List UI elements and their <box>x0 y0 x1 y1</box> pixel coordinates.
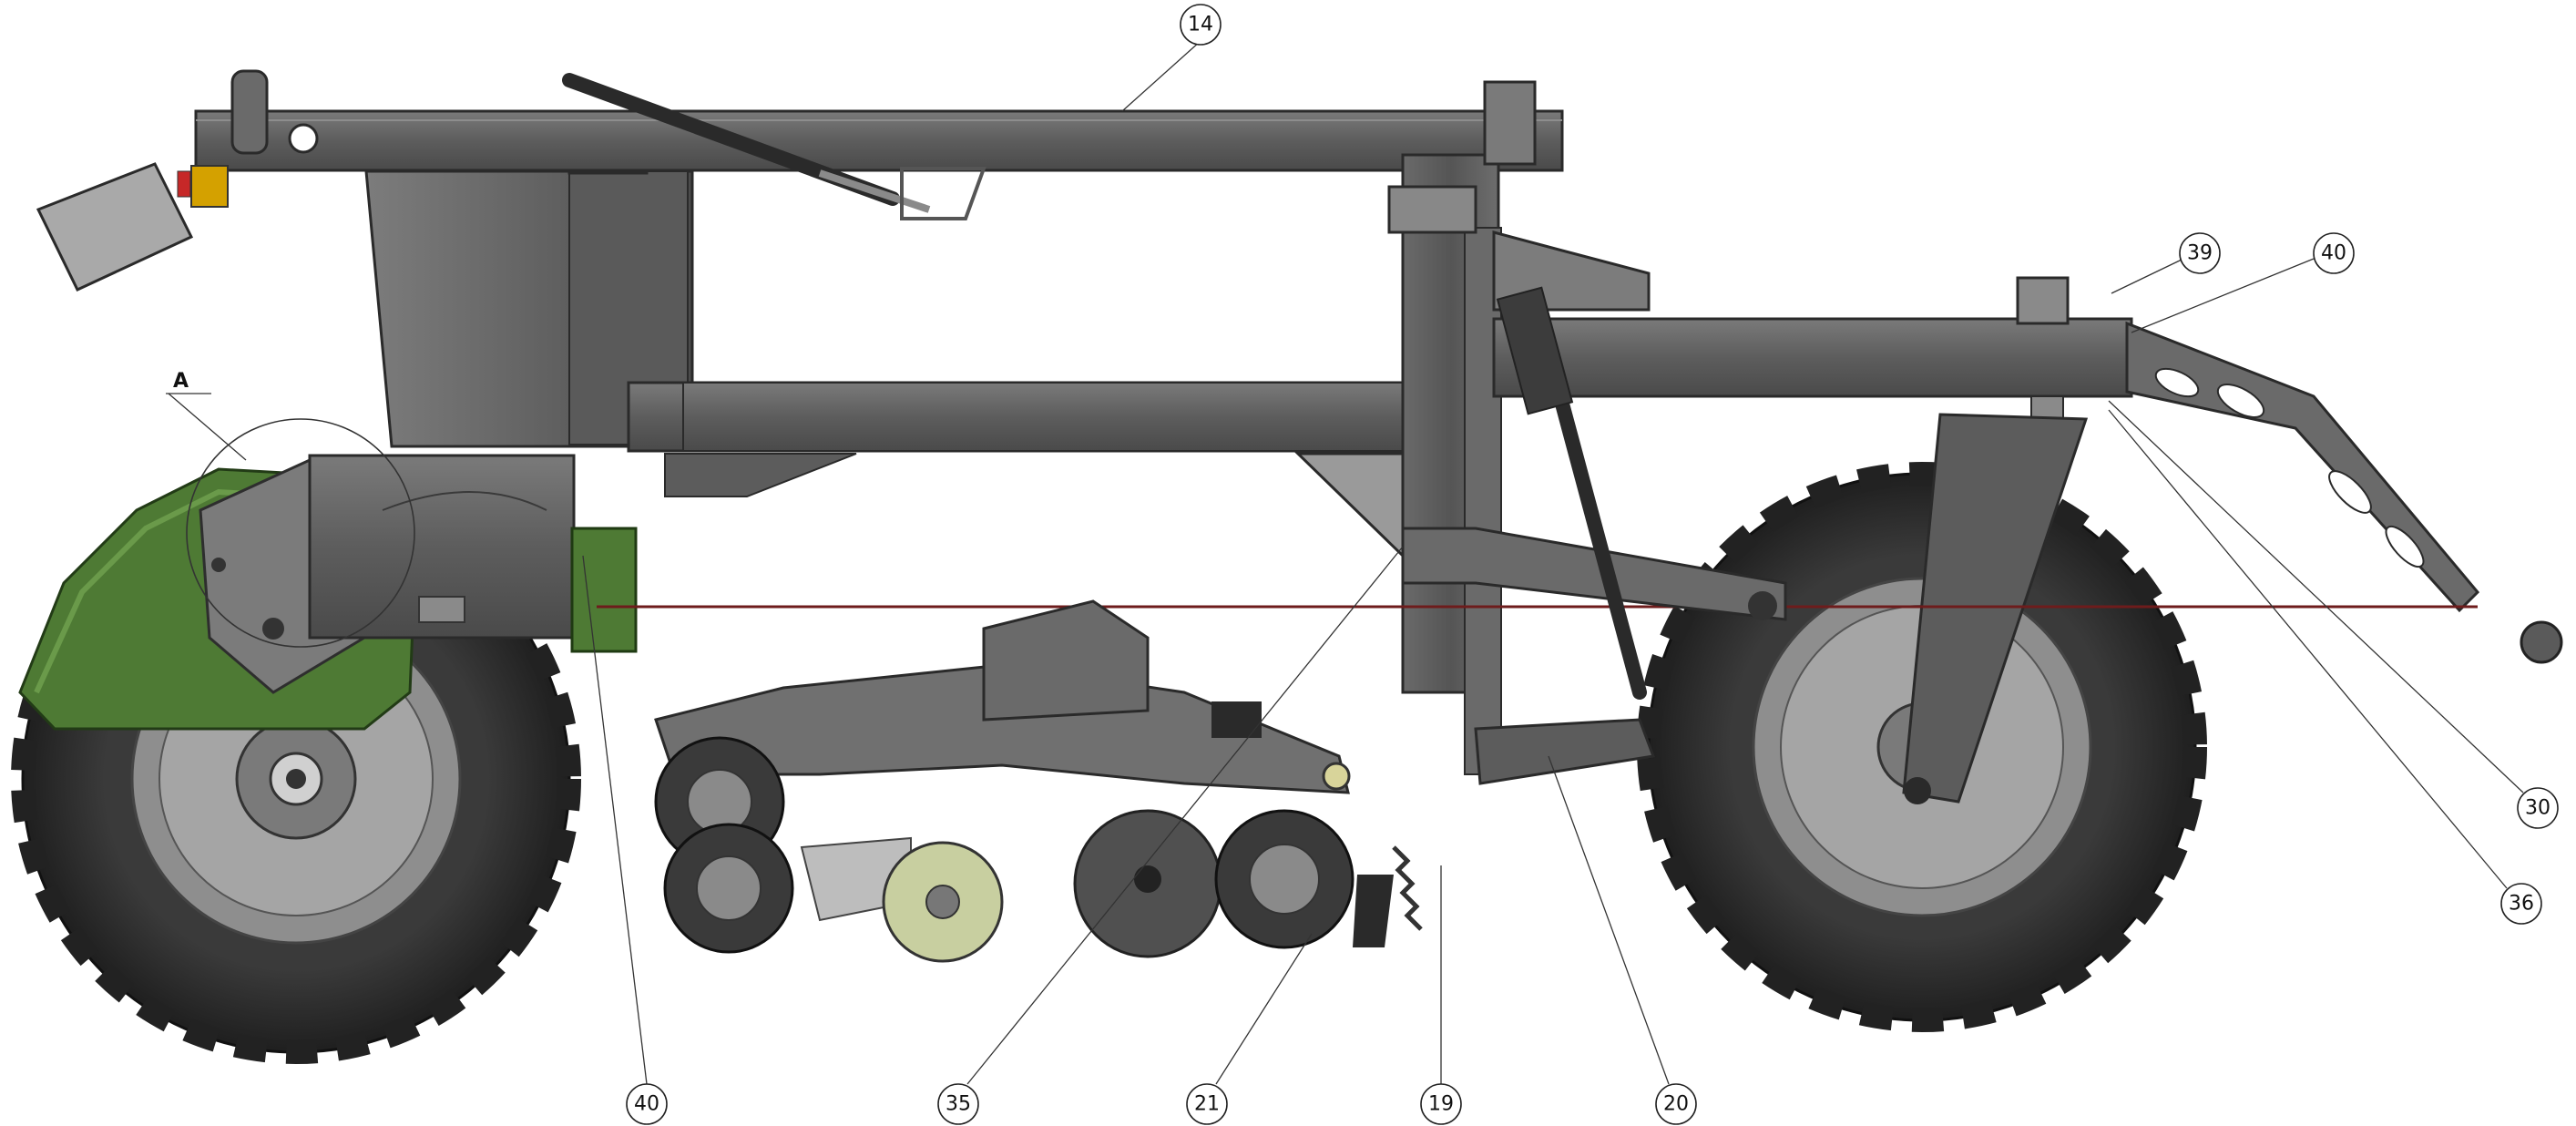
svg-text:35: 35 <box>946 1093 971 1116</box>
callout-20: 20 <box>1655 1083 1697 1125</box>
detail-a-circle <box>186 418 415 648</box>
callout-21: 21 <box>1186 1083 1228 1125</box>
front-frame-beam <box>1492 317 2133 398</box>
svg-text:19: 19 <box>1428 1093 1454 1116</box>
row-unit-spring <box>1392 845 1423 931</box>
callout-19: 19 <box>1420 1083 1462 1125</box>
callout-35: 35 <box>937 1083 979 1125</box>
svg-text:20: 20 <box>1663 1093 1689 1116</box>
svg-text:36: 36 <box>2509 893 2534 916</box>
callout-30: 30 <box>2517 787 2559 829</box>
green-drive-housing <box>570 527 638 653</box>
svg-text:40: 40 <box>634 1093 659 1116</box>
row-unit <box>654 599 1423 963</box>
callout-40-bottom: 40 <box>626 1083 668 1125</box>
tool-box <box>36 162 194 292</box>
rocker-link <box>1401 527 1787 621</box>
detail-a-label: A <box>173 370 189 393</box>
svg-text:21: 21 <box>1194 1093 1220 1116</box>
callout-39: 39 <box>2179 232 2221 274</box>
svg-text:30: 30 <box>2525 797 2550 820</box>
callout-40-top: 40 <box>2313 232 2355 274</box>
svg-text:14: 14 <box>1188 14 1213 36</box>
svg-text:39: 39 <box>2187 242 2213 265</box>
callout-14: 14 <box>1180 4 1222 46</box>
front-hitch-arm <box>2125 321 2480 613</box>
callout-36: 36 <box>2500 883 2542 925</box>
svg-text:40: 40 <box>2321 242 2346 265</box>
